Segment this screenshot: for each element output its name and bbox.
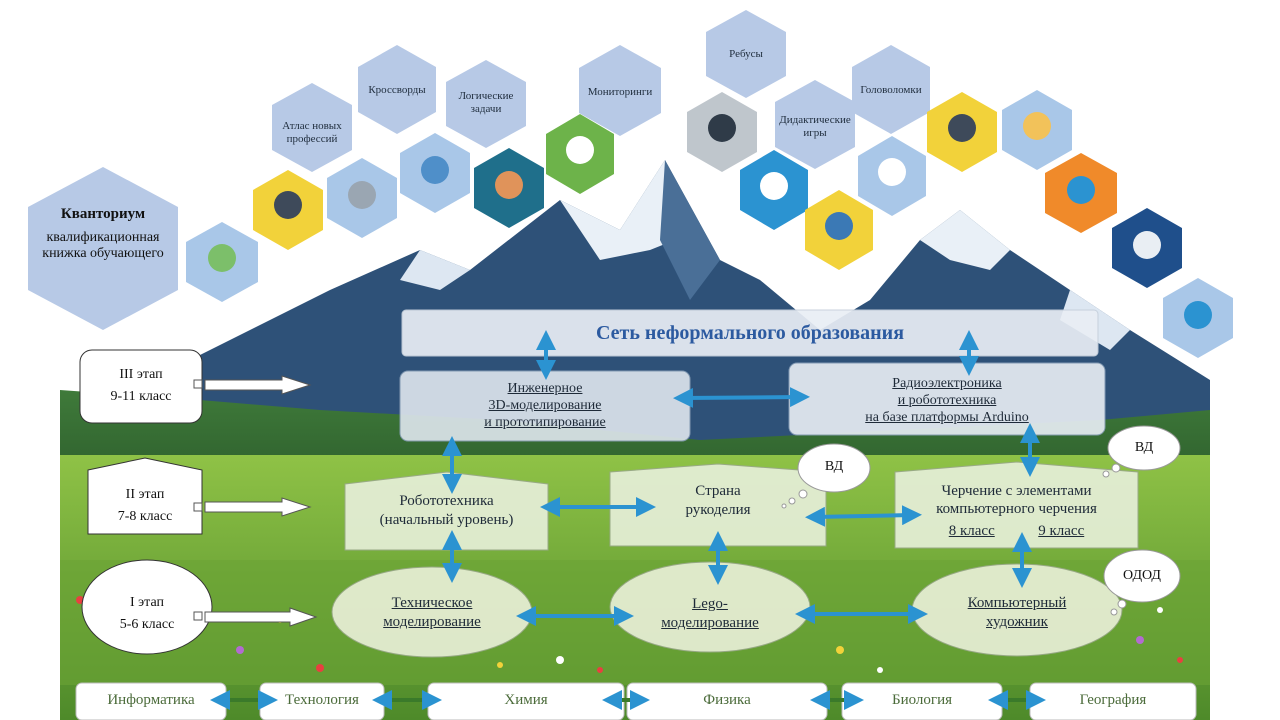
drafting-box (894, 461, 1139, 549)
person-avatar-icon (708, 114, 736, 142)
crafts-line1: Страна (695, 483, 741, 499)
drafting-line1: Черчение с элементами (941, 483, 1092, 499)
stage2-label: II этап 7-8 класс (90, 484, 200, 528)
hex-didactic (775, 80, 855, 169)
hex-rebus-label: Ребусы (729, 47, 763, 60)
crafts-label: Страна рукоделия (610, 482, 826, 520)
hex-atlas (272, 83, 352, 172)
lego-label: Lego- моделирование (610, 595, 810, 633)
stage1-line2: 5-6 класс (119, 617, 175, 632)
person-avatar-icon (1067, 176, 1095, 204)
robotics-line2: (начальный уровень) (379, 512, 514, 528)
hex-monitoring-label: Мониторинги (587, 85, 653, 98)
artist-line1: Компьютерный (967, 595, 1067, 611)
hexagon-cloud (28, 10, 1233, 358)
tech-model-line1: Техническое (391, 595, 473, 611)
stage1-label: I этап 5-6 класс (90, 592, 204, 636)
odod-bubble-label: ОДОД (1123, 568, 1161, 583)
robotics-line1: Робототехника (399, 493, 494, 509)
hex-logic (446, 60, 526, 148)
vd-bubble-2-label: ВД (1134, 440, 1154, 455)
lego-line2: моделирование (661, 615, 759, 631)
vd-bubble-1 (797, 443, 871, 493)
hex-atlas-label: Атлас новых профессий (282, 120, 342, 145)
stage1-ellipse (81, 559, 213, 655)
artist-label: Компьютерный художник (912, 594, 1122, 632)
stage2-line2: 7-8 класс (117, 509, 173, 524)
hex-puzzles-label: Головоломки (860, 83, 922, 96)
radio-line2: и робототехника (897, 393, 997, 408)
subject-geography: География (1079, 691, 1147, 708)
subject-chemistry: Химия (504, 691, 548, 708)
person-avatar-icon (421, 156, 449, 184)
person-avatar-icon (274, 191, 302, 219)
subjects-row (75, 682, 1197, 720)
crafts-line2: рукоделия (685, 502, 751, 518)
hex-monitoring (579, 45, 661, 136)
radio-line3: на базе платформы Arduino (865, 410, 1029, 425)
hex-puzzles (852, 45, 930, 134)
engineering-label: Инженерное 3D-моделирование и прототипир… (400, 380, 690, 431)
person-avatar-icon (495, 171, 523, 199)
stage2-line1: II этап (125, 487, 165, 502)
hex-crosswords-label: Кроссворды (368, 83, 426, 96)
hex-didactic-label: Дидактические игры (779, 114, 851, 139)
network-bar (401, 309, 1099, 357)
person-avatar-icon (1133, 231, 1161, 259)
drafting-grade8: 8 класс (948, 523, 995, 539)
lego-line1: Lego- (692, 596, 728, 612)
drafting-line2: компьютерного черчения (936, 501, 1097, 517)
drafting-grade9: 9 класс (1038, 523, 1085, 539)
vd-bubble-2 (1107, 425, 1181, 471)
engineering-line2: 3D-моделирование (488, 398, 602, 413)
person-avatar-icon (948, 114, 976, 142)
hex-logic-label: Логические задачи (458, 90, 514, 115)
stage1-line1: I этап (130, 595, 164, 610)
kvantorium-hexagon (28, 167, 178, 330)
stage2-box (87, 457, 203, 535)
subject-technology: Технология (285, 691, 359, 708)
engineering-line1: Инженерное (507, 381, 583, 396)
engineering-line3: и прототипирование (484, 415, 606, 430)
person-avatar-icon (1023, 112, 1051, 140)
person-avatar-icon (825, 212, 853, 240)
kvantorium-subtitle: квалификационная книжка обучающего (42, 230, 164, 261)
stage3-line1: III этап (119, 367, 163, 382)
stage-pointer-arrows (193, 375, 318, 627)
robotics-label: Робототехника (начальный уровень) (345, 492, 548, 530)
thought-bubbles (781, 425, 1181, 616)
stage3-line2: 9-11 класс (110, 389, 172, 404)
person-avatar-icon (566, 136, 594, 164)
kvantorium-title: Кванториум (60, 206, 146, 222)
network-title: Сеть неформального образования (595, 321, 905, 344)
radio-label: Радиоэлектроника и робототехника на базе… (789, 375, 1105, 426)
stage3-label: III этап 9-11 класс (86, 364, 196, 408)
radio-line1: Радиоэлектроника (892, 376, 1002, 391)
person-avatar-icon (1184, 301, 1212, 329)
vd-bubble-1-label: ВД (824, 459, 844, 474)
hex-crosswords (358, 45, 436, 134)
odod-bubble (1103, 549, 1181, 603)
connection-arrows (442, 330, 1040, 626)
tech-model-label: Техническое моделирование (332, 594, 532, 632)
subject-biology: Биология (891, 691, 952, 708)
hex-rebus (706, 10, 786, 98)
person-avatar-icon (878, 158, 906, 186)
drafting-label: Черчение с элементами компьютерного черч… (895, 482, 1138, 540)
subject-physics: Физика (703, 691, 751, 708)
subject-informatics: Информатика (107, 691, 195, 708)
person-avatar-icon (208, 244, 236, 272)
robotics-box (344, 471, 549, 551)
tech-model-line2: моделирование (383, 614, 481, 630)
person-avatar-icon (760, 172, 788, 200)
person-avatar-icon (348, 181, 376, 209)
artist-line2: художник (986, 614, 1048, 630)
